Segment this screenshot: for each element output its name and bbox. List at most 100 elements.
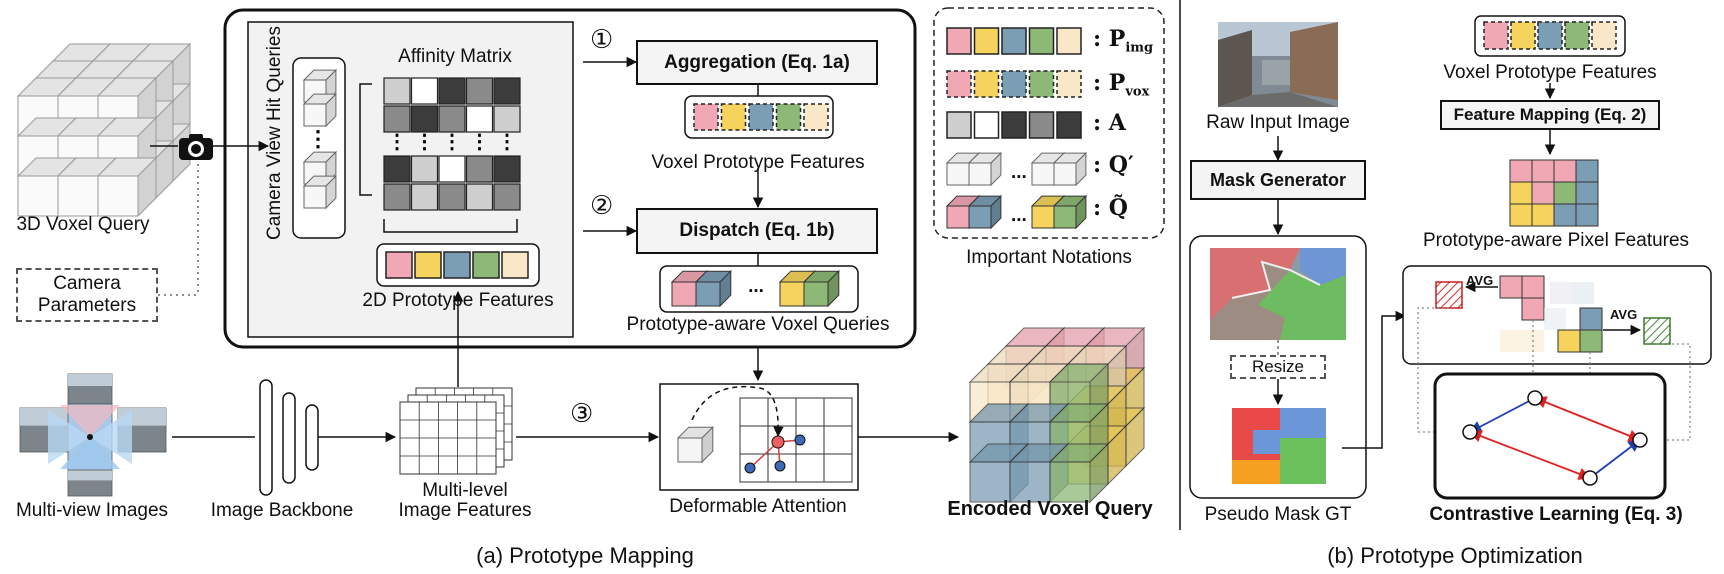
- affinity-cell-3-0: [383, 183, 411, 211]
- mask-generator-box: Mask Generator: [1190, 160, 1366, 200]
- encoded-voxel-cube: [968, 326, 1146, 504]
- affinity-cell-0-3: [465, 77, 494, 105]
- raw-input-image: [1218, 22, 1338, 107]
- contrastive-graphic: [1462, 390, 1648, 486]
- notation-swatches: [945, 27, 1088, 230]
- hit-query-cubes: ⋮: [302, 68, 338, 210]
- mv-frustum-3: [48, 410, 90, 464]
- dispatch-box: Dispatch (Eq. 1b): [636, 208, 878, 254]
- edge-a-b: [1468, 397, 1536, 433]
- notation-a: : A: [1093, 110, 1126, 136]
- affinity-cell-1-4: [493, 105, 521, 133]
- note-q-3-front: [1031, 162, 1055, 186]
- pvq-cube-3-front: [779, 281, 805, 307]
- voxproto-swatch-5: [803, 103, 829, 131]
- note-a-swatch-3: [1001, 111, 1027, 139]
- bvoxproto-swatch-2: [1510, 21, 1536, 50]
- affinity-cell-1-1: [410, 105, 439, 133]
- encoded-label: Encoded Voxel Query: [947, 498, 1153, 520]
- notation-q-tilde-main: Q̃: [1108, 195, 1128, 221]
- edge-c-d: [1589, 439, 1642, 479]
- note-pvox-swatch-5: [1056, 70, 1082, 98]
- contrast-node-3: [1632, 432, 1648, 448]
- aggregation-box: Aggregation (Eq. 1a): [636, 40, 878, 85]
- notation-ellipsis-1: ...: [1011, 162, 1027, 183]
- pixel-cell-2-3: [1575, 203, 1599, 227]
- pseudo-label: Pseudo Mask GT: [1204, 504, 1352, 525]
- voxel-proto-label: Voxel Prototype Features: [651, 152, 865, 173]
- deformable-label: Deformable Attention: [669, 496, 847, 517]
- affinity-cell-2-3: [465, 155, 494, 183]
- bvoxproto-swatch-4: [1564, 21, 1590, 50]
- step3-marker: ③: [570, 398, 594, 428]
- voxproto-swatch-1: [693, 103, 719, 131]
- voxel-proto-swatches: [693, 103, 829, 131]
- pixel-label: Prototype-aware Pixel Features: [1422, 230, 1690, 251]
- pvq-cube-2-front: [695, 281, 721, 307]
- note-qt-3-front: [1031, 205, 1055, 229]
- avg-cell-1: [1499, 275, 1523, 299]
- affinity-matrix: ⋮⋮⋮⋮⋮: [383, 77, 521, 211]
- deform-sample-2: [794, 434, 806, 446]
- notation-p-vox: : Pvox: [1093, 70, 1149, 99]
- enc-cell-0-2-0-front: [969, 461, 1011, 503]
- pixel-cell-2-1: [1531, 203, 1555, 227]
- edge-a-d: [1468, 430, 1592, 480]
- affinity-cell-2-2: [438, 155, 466, 183]
- b-voxel-proto-swatches: [1483, 21, 1617, 50]
- segmented-image: [1210, 248, 1346, 340]
- note-pvox-swatch-4: [1028, 70, 1055, 98]
- note-qt-1-front: [946, 205, 970, 229]
- voxel-cell-0-2-1-front: [57, 175, 99, 217]
- notation-p-img-sub: img: [1125, 40, 1154, 56]
- affinity-vdots-3: ⋮: [470, 131, 490, 153]
- affinity-cell-2-1: [410, 155, 439, 183]
- camera-params-line2: Parameters: [37, 295, 137, 316]
- affinity-label: Affinity Matrix: [398, 46, 512, 67]
- mask-to-contrastive-arrow: [1342, 310, 1407, 449]
- notation-p-img: : Pimg: [1093, 26, 1153, 55]
- avg-green-proto: [1643, 317, 1671, 345]
- affinity-cell-0-4: [493, 77, 521, 105]
- note-a-swatch-2: [973, 111, 1000, 139]
- step2-marker: ②: [590, 190, 614, 220]
- backbone-label: Image Backbone: [210, 500, 354, 521]
- affinity-cell-0-1: [410, 77, 439, 105]
- backbone-bar-2: [282, 392, 296, 484]
- pvq-cube-4-front: [803, 281, 829, 307]
- backbone-bar-3: [305, 404, 319, 471]
- deform-curve: [691, 385, 784, 438]
- notation-p-vox-colon: :: [1093, 70, 1102, 96]
- pixel-cell-0-1: [1531, 159, 1555, 183]
- proto2d-label: 2D Prototype Features: [362, 290, 554, 311]
- avg-red-proto: [1435, 281, 1463, 309]
- note-pimg-swatch-5: [1056, 27, 1082, 55]
- matrix-bracket-left: [359, 83, 372, 196]
- notation-a-colon: :: [1093, 110, 1102, 136]
- affinity-vdots-4: ⋮: [497, 131, 517, 153]
- multiview-label: Multi-view Images: [15, 500, 169, 521]
- affinity-cell-0-2: [438, 77, 466, 105]
- note-a-swatch-4: [1028, 111, 1055, 139]
- proto2d-swatches: [385, 251, 529, 279]
- proto-voxel-query-cubes: [670, 269, 841, 308]
- notation-ellipsis-2: ...: [1011, 205, 1027, 226]
- affinity-cell-2-0: [383, 155, 411, 183]
- proto-voxel-queries-label: Prototype-aware Voxel Queries: [626, 314, 890, 335]
- affinity-cell-3-4: [493, 183, 521, 211]
- caption-a: (a) Prototype Mapping: [476, 543, 694, 568]
- enc-cell-0-2-1-front: [1009, 461, 1051, 503]
- note-pimg-swatch-4: [1028, 27, 1055, 55]
- pixel-cell-2-2: [1553, 203, 1577, 227]
- affinity-cell-0-0: [383, 77, 411, 105]
- affinity-cell-1-2: [438, 105, 466, 133]
- contrast-node-1: [1462, 424, 1478, 440]
- affinity-cell-3-1: [410, 183, 439, 211]
- voxel-cell-0-2-2-front: [97, 175, 139, 217]
- notation-q-tilde-colon: :: [1093, 195, 1102, 221]
- contrastive-label: Contrastive Learning (Eq. 3): [1429, 504, 1683, 525]
- pixel-cell-2-0: [1509, 203, 1533, 227]
- affinity-cell-3-2: [438, 183, 466, 211]
- feature-mapping-box: Feature Mapping (Eq. 2): [1440, 100, 1660, 130]
